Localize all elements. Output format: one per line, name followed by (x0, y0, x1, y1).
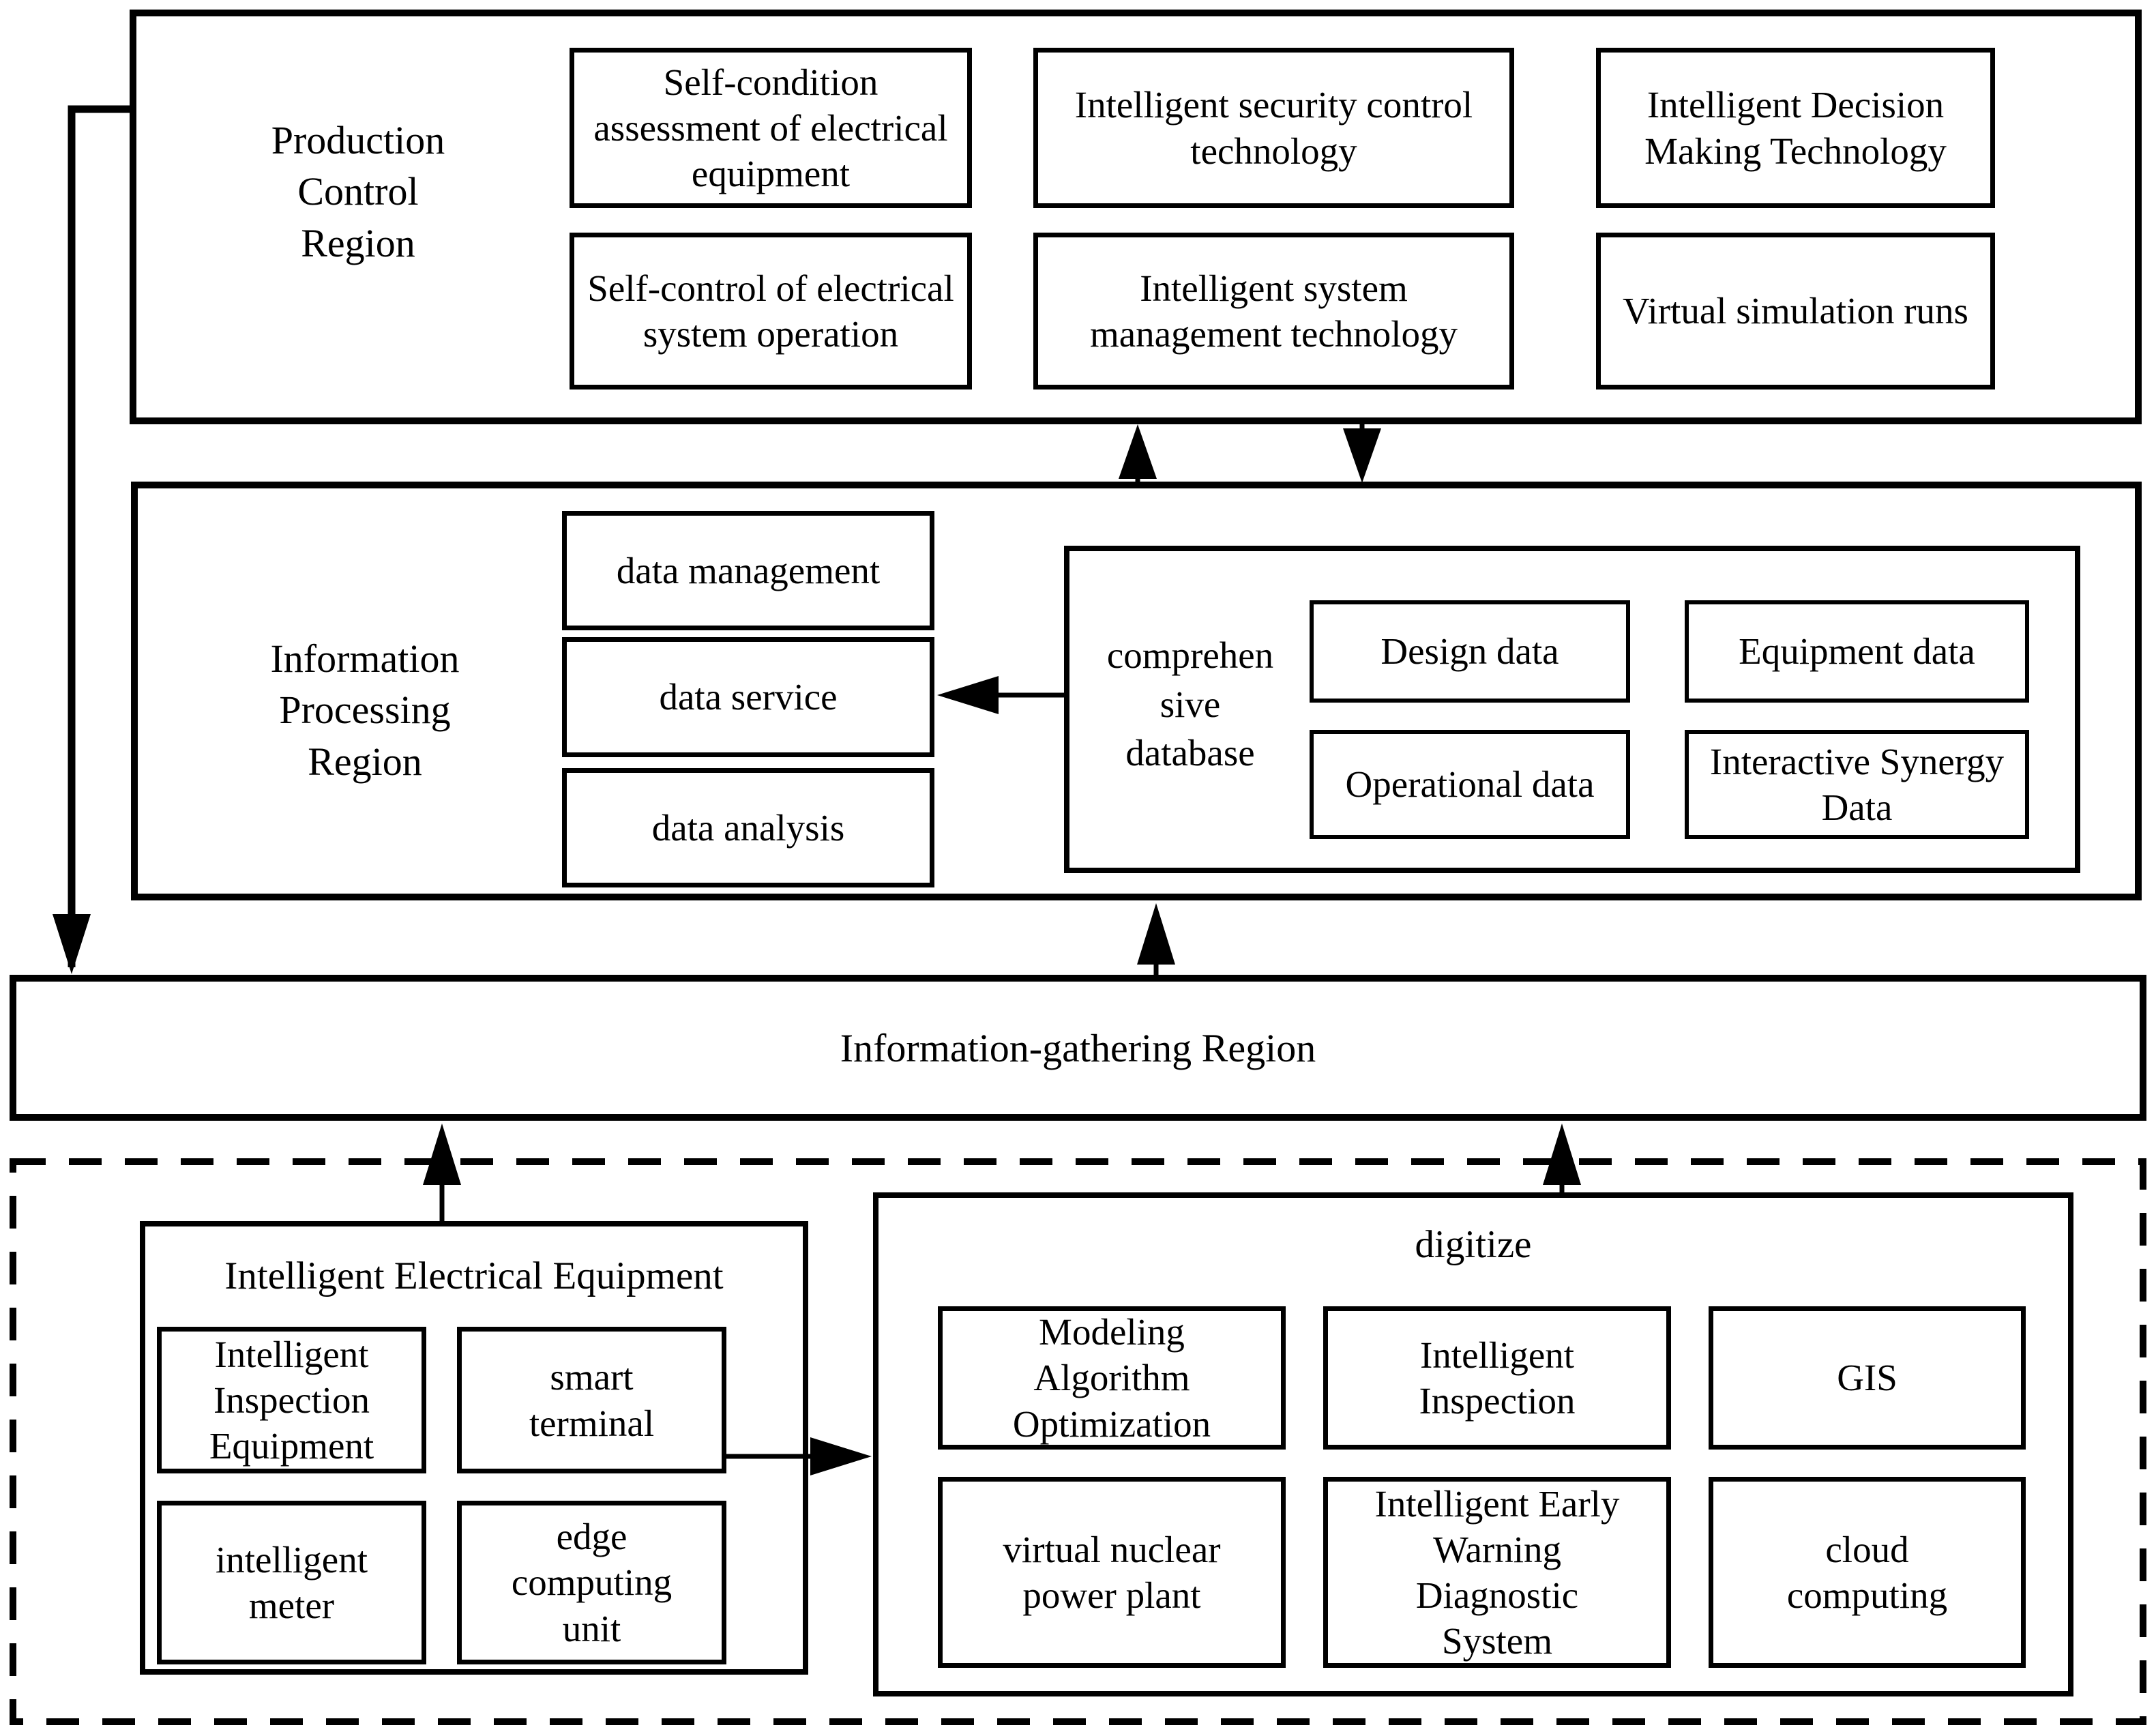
box-gis: GIS (1709, 1306, 2026, 1450)
box-cloud-computing: cloud computing (1709, 1477, 2026, 1668)
information-gathering-region: Information-gathering Region (10, 975, 2146, 1121)
information-processing-label: Information Processing Region (270, 636, 460, 784)
arrow-production-to-processing (1343, 424, 1381, 483)
box-intelligent-system-management: Intelligent system management technology (1033, 233, 1514, 390)
box-modeling-algorithm-optimization: Modeling Algorithm Optimization (938, 1306, 1286, 1450)
arrow-gathering-to-processing (1137, 903, 1175, 975)
box-data-analysis: data analysis (562, 768, 934, 887)
box-intelligent-decision-making: Intelligent Decision Making Technology (1596, 48, 1995, 208)
information-gathering-label: Information-gathering Region (840, 1025, 1316, 1070)
production-control-label: Production Control Region (271, 118, 445, 265)
arrow-digitize-to-gathering (1543, 1123, 1581, 1192)
box-self-condition-assessment: Self-condition assessment of electrical … (570, 48, 972, 208)
box-operational-data: Operational data (1310, 730, 1630, 839)
box-smart-terminal: smart terminal (457, 1327, 726, 1473)
box-self-control-operation: Self-control of electrical system operat… (570, 233, 972, 390)
box-intelligent-inspection-equipment: Intelligent Inspection Equipment (157, 1327, 426, 1473)
arrow-equipment-to-gathering (423, 1123, 461, 1221)
box-virtual-nuclear-power-plant: virtual nuclear power plant (938, 1477, 1286, 1668)
box-data-service: data service (562, 637, 934, 757)
box-intelligent-inspection: Intelligent Inspection (1323, 1306, 1671, 1450)
arrow-processing-to-production (1119, 424, 1157, 482)
intelligent-electrical-equipment-label: Intelligent Electrical Equipment (224, 1254, 724, 1297)
box-intelligent-security-control: Intelligent security control technology (1033, 48, 1514, 208)
box-equipment-data: Equipment data (1685, 600, 2029, 703)
arrow-production-to-gathering (53, 105, 136, 974)
box-interactive-synergy-data: Interactive Synergy Data (1685, 730, 2029, 839)
comprehensive-database-label: comprehen sive database (1106, 634, 1274, 774)
digitize-label: digitize (1415, 1223, 1532, 1266)
box-data-management: data management (562, 511, 934, 630)
box-intelligent-meter: intelligent meter (157, 1501, 426, 1664)
box-edge-computing-unit: edge computing unit (457, 1501, 726, 1664)
box-intelligent-early-warning-diagnostic-system: Intelligent Early Warning Diagnostic Sys… (1323, 1477, 1671, 1668)
box-design-data: Design data (1310, 600, 1630, 703)
box-virtual-simulation-runs: Virtual simulation runs (1596, 233, 1995, 390)
